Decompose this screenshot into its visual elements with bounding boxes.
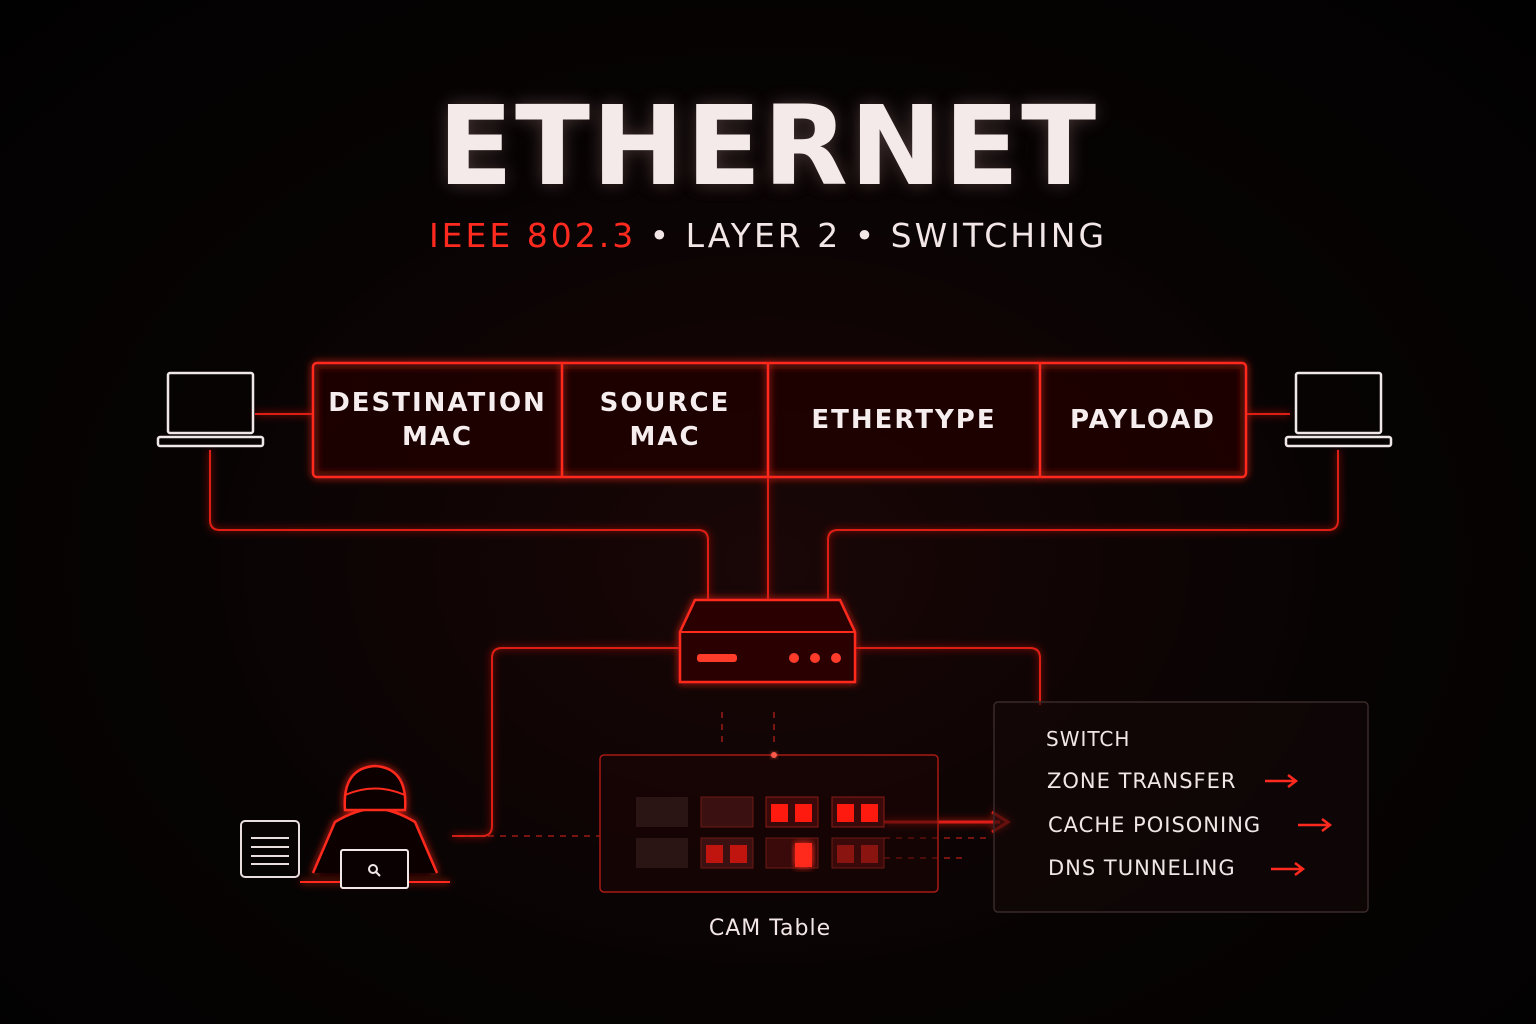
- frame-field-destination-mac: DESTINATION MAC: [313, 363, 562, 477]
- field-label: PAYLOAD: [1070, 405, 1216, 435]
- separator: •: [636, 216, 686, 255]
- menu-item-dns-tunneling[interactable]: DNS TUNNELING: [1048, 856, 1236, 880]
- document-icon: [240, 820, 300, 878]
- menu-item-zone-transfer[interactable]: ZONE TRANSFER: [1047, 769, 1237, 793]
- field-label: SOURCE: [599, 388, 731, 418]
- laptop-icon: [1284, 371, 1393, 448]
- connection-lines: [209, 413, 1339, 837]
- menu-panel: [993, 701, 1369, 913]
- cam-entry: [636, 796, 885, 869]
- arrow-icons: [1265, 774, 1333, 876]
- laptop-icon: [156, 371, 265, 448]
- switch-icon: [678, 598, 857, 684]
- menu-item-cache-poisoning[interactable]: CACHE POISONING: [1048, 813, 1262, 837]
- separator: •: [841, 216, 891, 255]
- cam-table-label: CAM Table: [708, 916, 832, 941]
- frame-field-ethertype: ETHERTYPE: [768, 363, 1040, 477]
- field-label: MAC: [401, 422, 474, 452]
- field-label: DESTINATION: [328, 388, 547, 418]
- search-laptop-icon: [340, 849, 409, 889]
- page-title: ETHERNET: [437, 82, 1099, 210]
- menu-title: SWITCH: [1046, 727, 1131, 751]
- search-icon: [368, 864, 378, 874]
- frame-field-payload: PAYLOAD: [1040, 363, 1246, 477]
- subtitle-standard: IEEE 802.3: [428, 216, 637, 255]
- field-label: MAC: [629, 422, 701, 452]
- cam-table: [599, 752, 939, 893]
- field-label: ETHERTYPE: [811, 405, 997, 435]
- subtitle: IEEE 802.3 • LAYER 2 • SWITCHING: [0, 216, 1536, 255]
- ethernet-frame: [311, 361, 1248, 479]
- subtitle-function: SWITCHING: [890, 216, 1108, 255]
- frame-field-source-mac: SOURCE MAC: [562, 363, 768, 477]
- subtitle-layer: LAYER 2: [685, 216, 842, 255]
